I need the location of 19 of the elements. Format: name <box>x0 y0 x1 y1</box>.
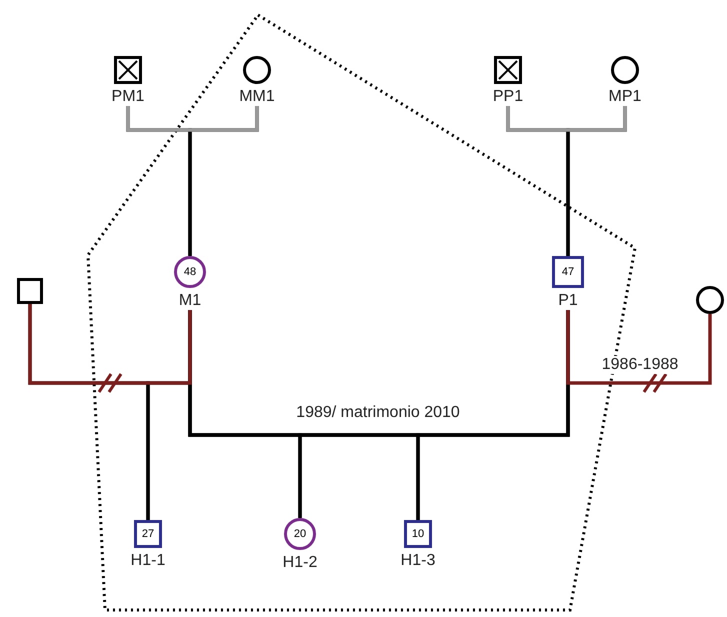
person-label: H1-3 <box>400 552 436 570</box>
male-symbol: 27 <box>134 520 162 548</box>
person-label: PP1 <box>492 88 524 106</box>
person-label: MP1 <box>608 88 642 106</box>
male-symbol: 47 <box>552 256 584 288</box>
edge-label: 1986-1988 <box>600 356 680 374</box>
relationship-line <box>126 106 259 132</box>
person-label: H1-2 <box>282 554 318 572</box>
male-symbol: 10 <box>404 520 432 548</box>
relationship-line <box>566 310 712 385</box>
person-label: M1 <box>178 292 202 310</box>
person-label: P1 <box>558 292 578 310</box>
relationship-line <box>506 106 627 132</box>
person-label: MM1 <box>239 88 275 106</box>
person-label: H1-1 <box>130 552 166 570</box>
relationship-line <box>28 304 192 385</box>
female-symbol: 20 <box>284 518 316 550</box>
female-symbol: 48 <box>174 256 206 288</box>
person-label: PM1 <box>112 88 144 106</box>
